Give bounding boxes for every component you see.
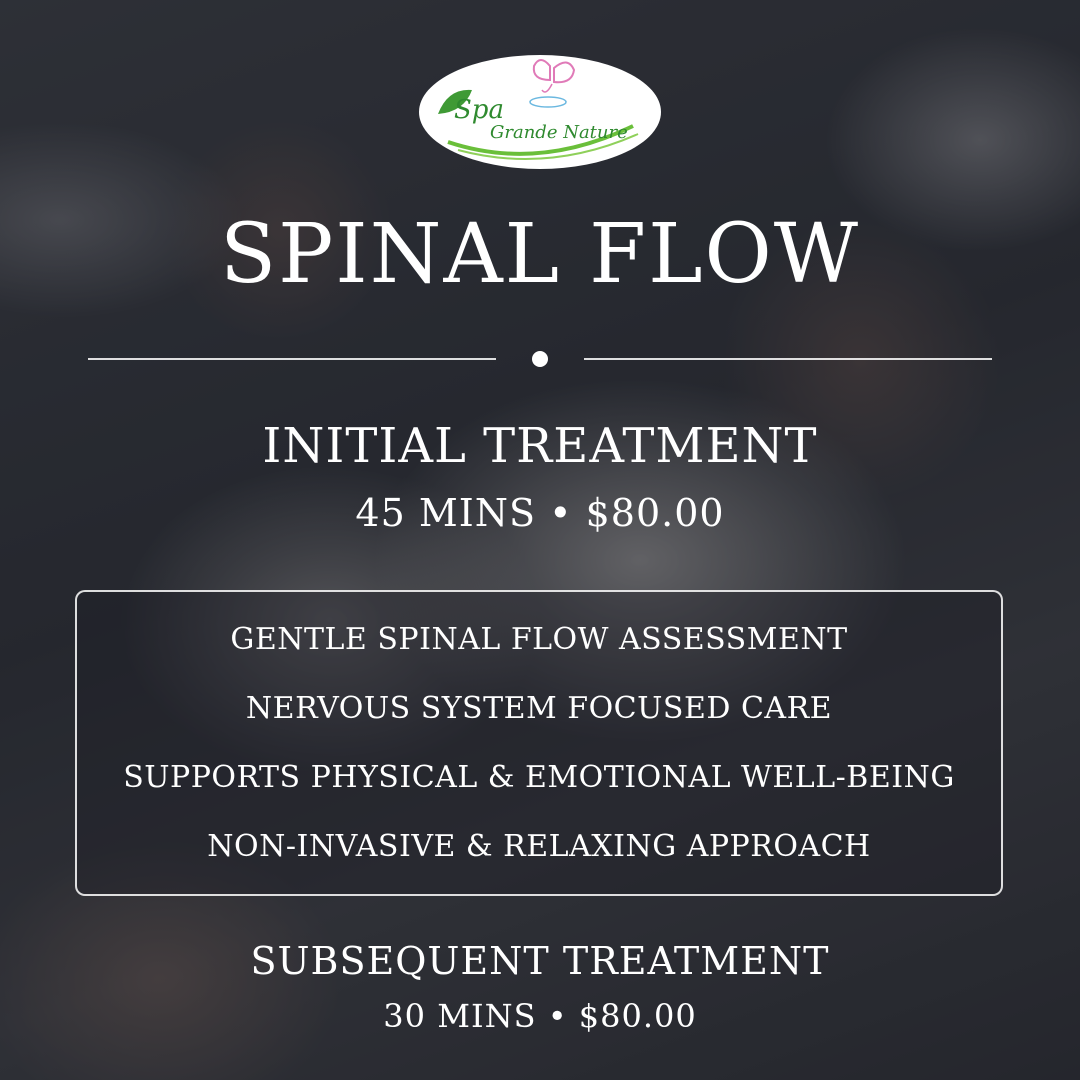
subsequent-treatment-meta: 30 MINS • $80.00: [383, 997, 697, 1035]
benefits-box: GENTLE SPINAL FLOW ASSESSMENT NERVOUS SY…: [75, 590, 1003, 896]
page-title: SPINAL FLOW: [219, 207, 861, 302]
logo-line1: Spa: [454, 95, 504, 125]
divider-left: [88, 358, 496, 360]
divider-right: [584, 358, 992, 360]
initial-treatment-meta: 45 MINS • $80.00: [355, 491, 725, 535]
divider-dot: [532, 351, 548, 367]
logo-line2: Grande Nature: [490, 122, 628, 143]
benefit-item: GENTLE SPINAL FLOW ASSESSMENT: [230, 622, 848, 657]
spa-logo: Spa Grande Nature: [419, 55, 661, 169]
benefit-item: SUPPORTS PHYSICAL & EMOTIONAL WELL-BEING: [123, 760, 955, 795]
benefit-item: NON-INVASIVE & RELAXING APPROACH: [207, 829, 871, 864]
subsequent-treatment-title: SUBSEQUENT TREATMENT: [250, 939, 830, 983]
initial-treatment-title: INITIAL TREATMENT: [262, 418, 818, 474]
benefit-item: NERVOUS SYSTEM FOCUSED CARE: [245, 691, 833, 726]
